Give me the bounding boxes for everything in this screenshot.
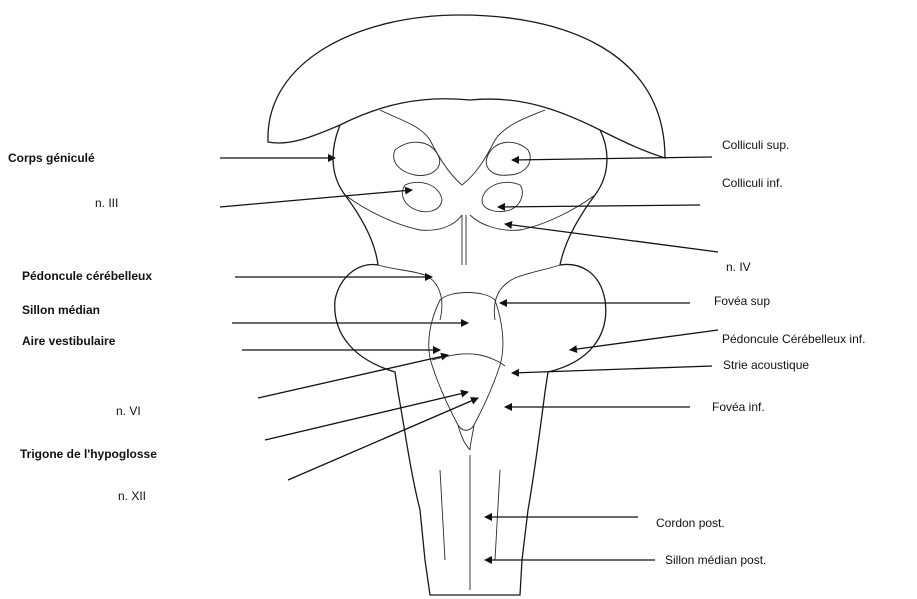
- label-sillon-median-post: Sillon médian post.: [665, 554, 766, 566]
- arrow-n-vi: [258, 355, 448, 398]
- label-n-iv: n. IV: [726, 261, 751, 273]
- label-fovea-inf: Fovéa inf.: [712, 401, 765, 413]
- arrow-n-xii: [288, 398, 478, 480]
- label-n-vi: n. VI: [116, 405, 141, 417]
- label-strie-acoustique: Strie acoustique: [723, 359, 809, 371]
- label-pedoncule-cerebelleux-inf: Pédoncule Cérébelleux inf.: [722, 333, 865, 345]
- label-pedoncule-cerebelleux: Pédoncule cérébelleux: [22, 270, 152, 282]
- label-colliculi-sup: Colliculi sup.: [722, 139, 789, 151]
- arrow-n-iii: [220, 190, 412, 207]
- label-n-xii: n. XII: [118, 490, 146, 502]
- label-colliculi-inf: Colliculi inf.: [722, 177, 783, 189]
- label-cordon-post: Cordon post.: [656, 517, 725, 529]
- label-fovea-sup: Fovéa sup: [714, 295, 770, 307]
- arrow-colliculi-inf: [498, 205, 700, 207]
- label-trigone-hypoglosse: Trigone de l'hypoglosse: [20, 448, 157, 460]
- label-sillon-median: Sillon médian: [22, 304, 100, 316]
- label-aire-vestibulaire: Aire vestibulaire: [22, 335, 115, 347]
- arrow-n-iv: [505, 224, 718, 252]
- arrow-strie-acoustique: [512, 366, 712, 373]
- arrow-pedoncule-cerebelleux-inf: [570, 330, 718, 350]
- arrow-colliculi-sup: [512, 157, 712, 160]
- label-corps-genicule: Corps géniculé: [8, 152, 95, 164]
- label-n-iii: n. III: [95, 197, 118, 209]
